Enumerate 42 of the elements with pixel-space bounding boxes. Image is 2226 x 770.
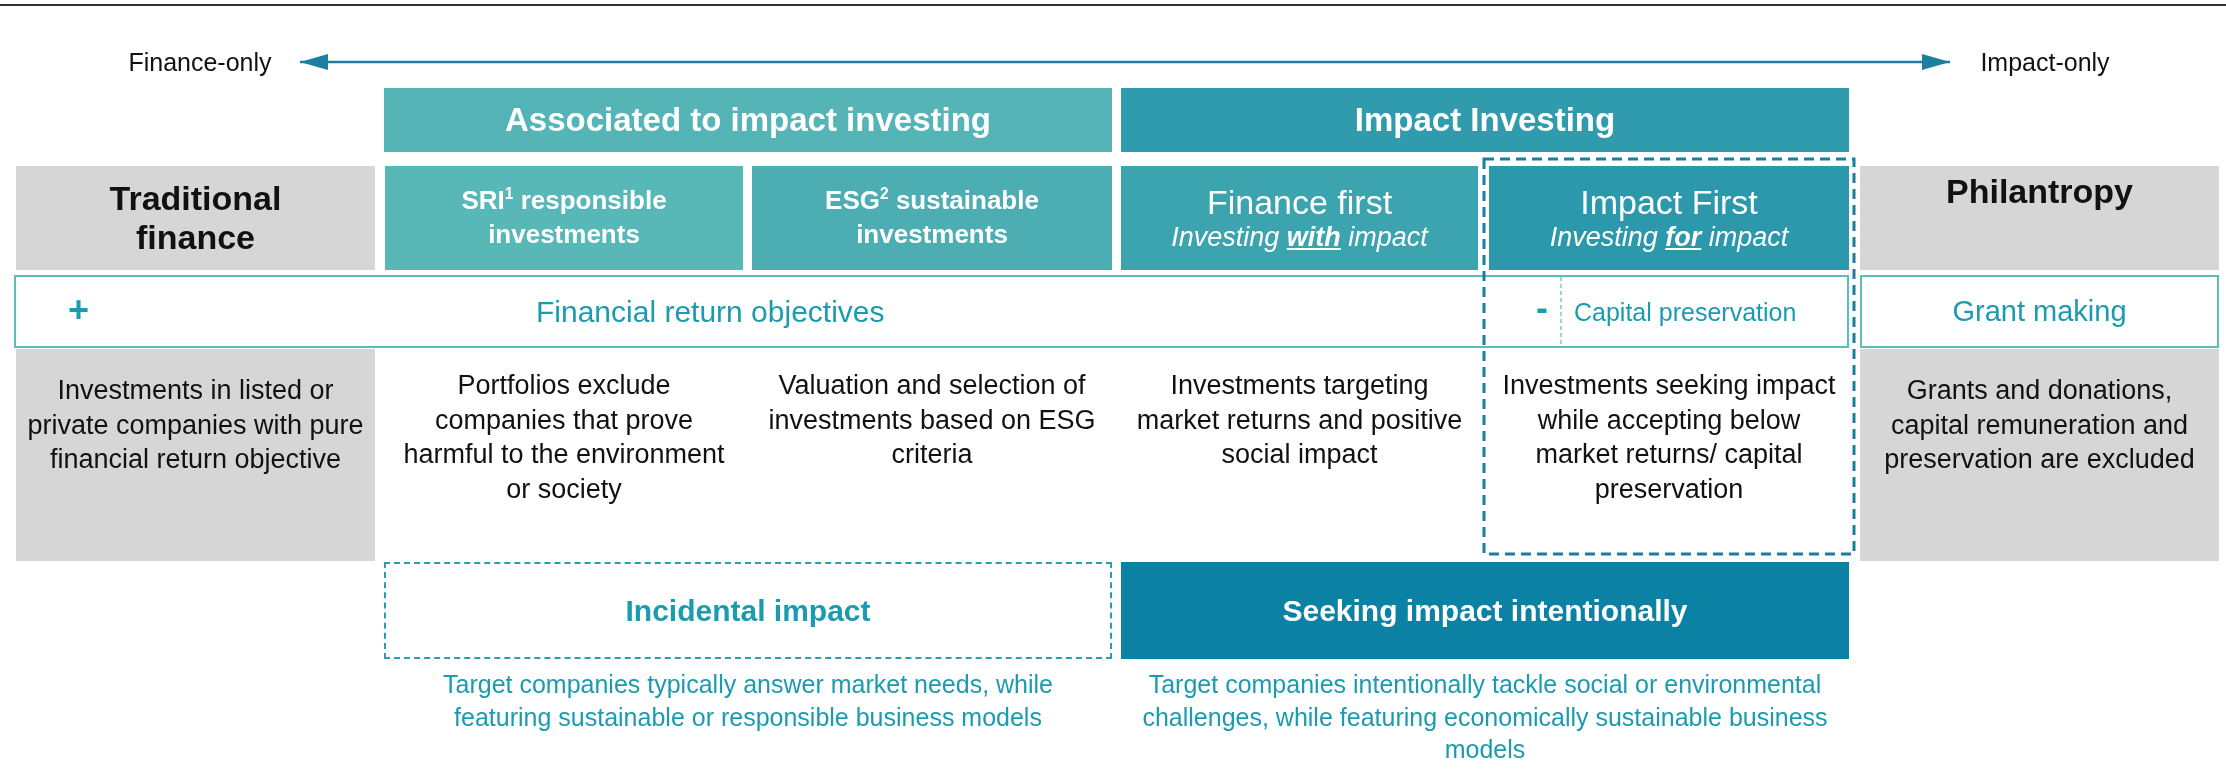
- node-title: ESG$^{2}$ sustainable investments: [824, 184, 1040, 251]
- row-label: Capital preservation: [1574, 298, 1797, 327]
- description-text: Valuation and selection of investments based on ESG criteria: [767, 369, 1097, 472]
- node-title: Investments in listed or private companies with pure financial return objective: [26, 374, 365, 477]
- column-header: [752, 166, 1112, 270]
- column-header: [1860, 166, 2219, 270]
- category-band: [384, 88, 1112, 152]
- caption-text: Target companies typically answer market needs, while featuring sustainable or responsible business models: [442, 669, 1054, 733]
- description-text: Investments targeting market returns and positive social impact: [1135, 369, 1464, 472]
- description-panel: [1860, 349, 2219, 561]
- description-panel: [16, 349, 375, 561]
- row-label: Financial return objectives: [536, 295, 885, 329]
- node-title: Finance-only: [128, 47, 272, 77]
- node-title: Impact First: [1580, 183, 1758, 222]
- node-title: Impact Investing: [1354, 101, 1616, 139]
- node-title: SRI$^{1}$ responsible investments: [460, 184, 668, 251]
- node-title: Finance first: [1206, 183, 1393, 222]
- column-header: [16, 166, 375, 270]
- objective-row: [14, 275, 1849, 348]
- sign-mark: +: [68, 289, 90, 331]
- node-title: Associated to impact investing: [505, 101, 991, 139]
- description-text: Portfolios exclude companies that prove harmful to the environment or society: [402, 369, 726, 506]
- category-band: [1121, 88, 1849, 152]
- column-header: [385, 166, 743, 270]
- node-title: Grants and donations, capital remuneration and preservation are excluded: [1883, 374, 2196, 477]
- double-arrow: [300, 54, 1950, 70]
- node-title: Impact-only: [1980, 47, 2110, 77]
- node-title: Incidental impact: [625, 593, 871, 628]
- node-subtitle: Investing for impact: [1549, 222, 1789, 253]
- caption-text: Target companies intentionally tackle social or environmental challenges, while featuring economically sustainable business models: [1141, 669, 1829, 765]
- column-header: [1121, 166, 1478, 270]
- column-header: [1489, 166, 1849, 270]
- impact-type-box: [384, 562, 1112, 659]
- node-title: Grant making: [1952, 295, 2127, 328]
- node-title: Philantropy: [1946, 171, 2133, 211]
- objective-row: [1860, 275, 2219, 348]
- node-subtitle: Investing with impact: [1171, 222, 1428, 253]
- impact-type-box: [1121, 562, 1849, 659]
- sign-mark: -: [1536, 287, 1548, 329]
- description-text: Investments seeking impact while accepting below market returns/ capital preservation: [1501, 369, 1837, 506]
- node-title: Seeking impact intentionally: [1282, 593, 1688, 628]
- node-title: Traditional finance: [108, 178, 283, 258]
